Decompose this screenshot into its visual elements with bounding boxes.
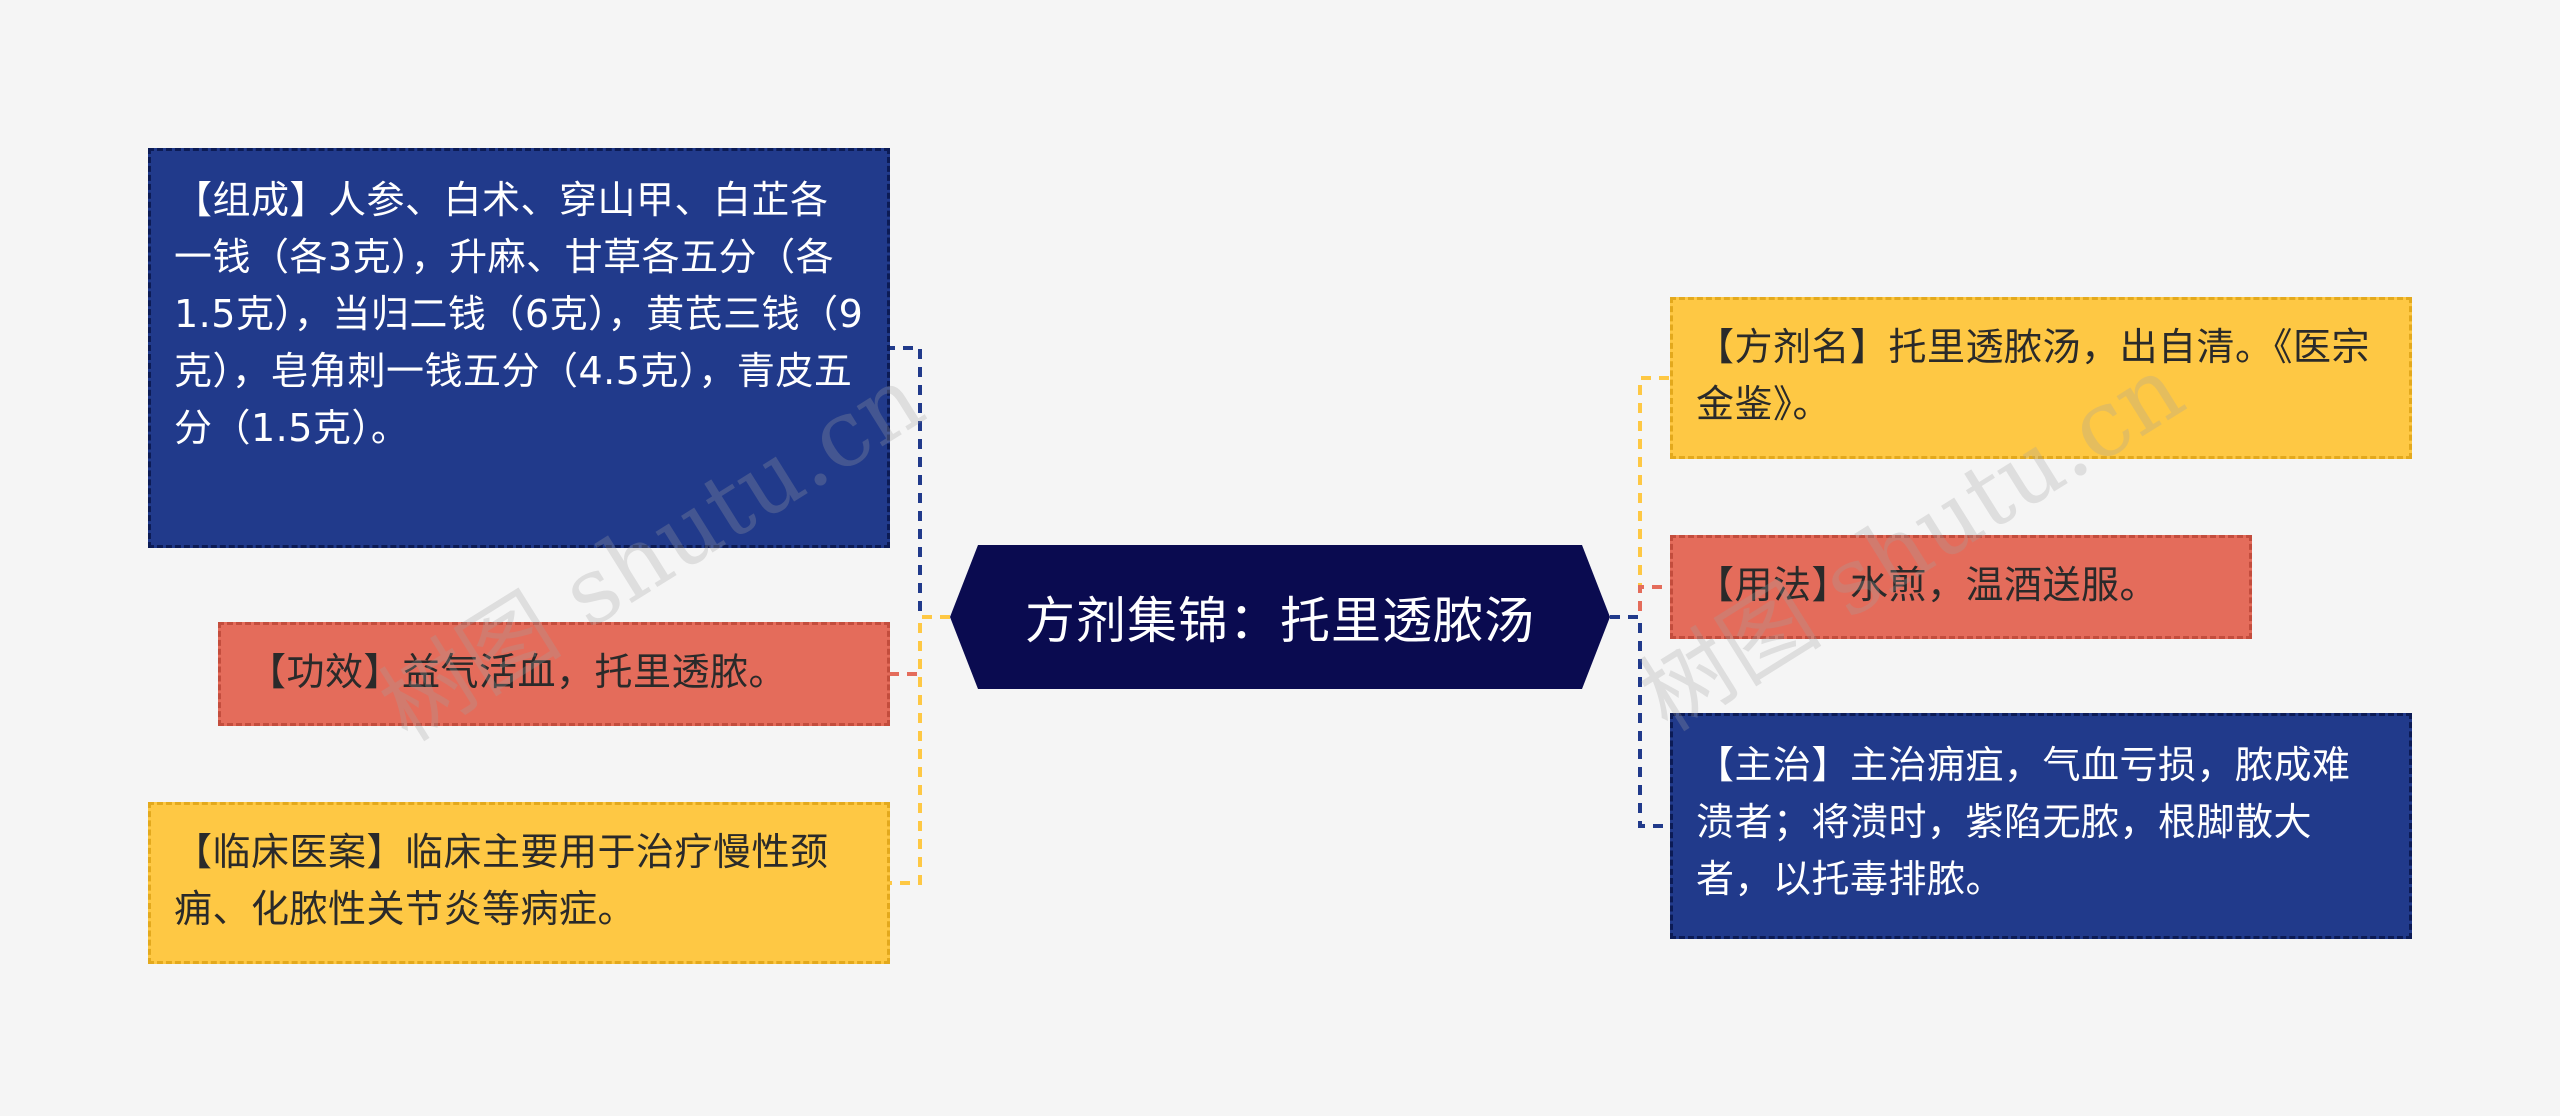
node-composition[interactable]: 【组成】人参、白术、穿山甲、白芷各一钱（各3克），升麻、甘草各五分（各1.5克）… — [148, 148, 890, 548]
node-usage[interactable]: 【用法】水煎，温酒送服。 — [1670, 535, 2252, 639]
center-topic-label: 方剂集锦：托里透脓汤 — [1025, 592, 1535, 650]
node-name-text: 【方剂名】托里透脓汤，出自清。《医宗金鉴》。 — [1696, 325, 2371, 426]
node-clinical[interactable]: 【临床医案】临床主要用于治疗慢性颈痈、化脓性关节炎等病症。 — [148, 802, 890, 964]
node-indication-text: 【主治】主治痈疽，气血亏损，脓成难溃者；将溃时，紫陷无脓，根脚散大者，以托毒排脓… — [1696, 743, 2351, 901]
node-name[interactable]: 【方剂名】托里透脓汤，出自清。《医宗金鉴》。 — [1670, 297, 2412, 459]
node-composition-text: 【组成】人参、白术、穿山甲、白芷各一钱（各3克），升麻、甘草各五分（各1.5克）… — [174, 178, 864, 450]
connector-indication — [1610, 615, 1670, 828]
connector-clinical — [890, 615, 950, 885]
node-efficacy[interactable]: 【功效】益气活血，托里透脓。 — [218, 622, 890, 726]
node-clinical-text: 【临床医案】临床主要用于治疗慢性颈痈、化脓性关节炎等病症。 — [174, 830, 829, 931]
connector-name — [1610, 376, 1670, 619]
node-usage-text: 【用法】水煎，温酒送服。 — [1696, 563, 2159, 607]
center-topic[interactable]: 方剂集锦：托里透脓汤 — [950, 545, 1610, 689]
connector-composition — [890, 346, 950, 619]
connector-usage — [1610, 585, 1670, 619]
node-efficacy-text: 【功效】益气活血，托里透脓。 — [248, 650, 788, 694]
node-indication[interactable]: 【主治】主治痈疽，气血亏损，脓成难溃者；将溃时，紫陷无脓，根脚散大者，以托毒排脓… — [1670, 713, 2412, 939]
